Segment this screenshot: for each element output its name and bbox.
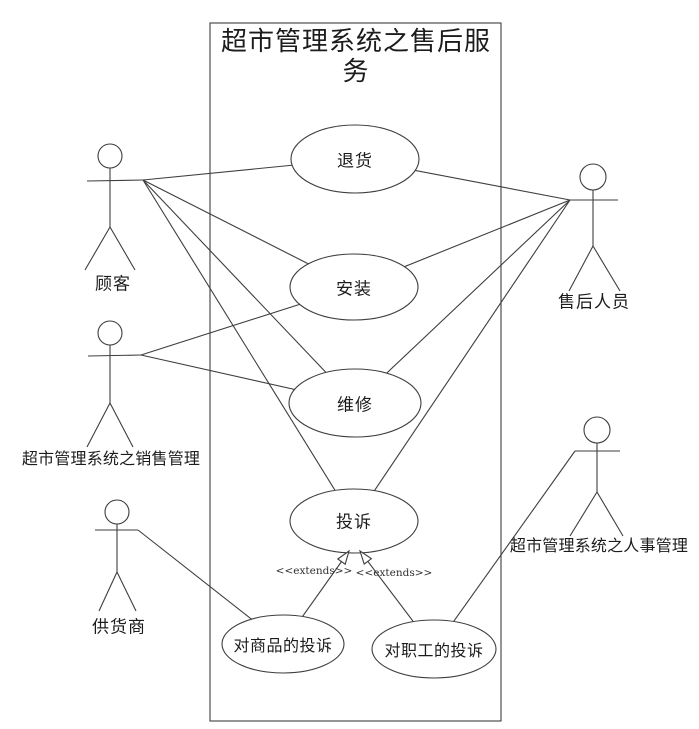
actor-head [579,163,607,191]
use-case-label-product-complaint: 对商品的投诉 [233,636,333,655]
assoc-customer-complaint [142,179,355,522]
use-case-label-install: 安装 [336,279,372,300]
extend-arrowhead-right [358,549,373,566]
actor-hr-management-figure [569,416,624,537]
assoc-hr-staff-complaint [433,450,576,650]
extend-arrowheads [336,549,373,566]
use-case-label-return: 退货 [337,151,373,172]
assoc-staff-repair [354,199,571,404]
actor-aftersales-staff-figure [568,163,621,292]
actor-head [104,499,130,525]
assoc-customer-repair [142,179,356,404]
use-case-product-complaint [221,614,345,674]
use-case-label-complaint: 投诉 [336,512,372,533]
use-case-repair [288,368,422,438]
actor-sales-management-figure [86,320,142,448]
use-case-ellipses [221,124,497,679]
actor-customer-figure [84,143,144,271]
actor-supplier-figure [95,499,138,612]
actor-label-aftersales-staff: 售后人员 [558,292,630,313]
actor-label-sales-management: 超市管理系统之销售管理 [21,449,201,468]
extend-arrowhead-left [336,549,350,566]
system-boundary-box [209,22,502,722]
actor-label-supplier: 供货商 [92,617,146,638]
use-case-label-staff-complaint: 对职工的投诉 [384,641,484,660]
actor-head [97,320,123,346]
use-case-install [289,253,419,321]
assoc-staff-complaint [353,199,571,522]
actor-label-customer: 顾客 [95,274,131,295]
use-case-return [290,124,420,194]
system-boundary-title: 超市管理系统之售后服务 [220,26,491,87]
actor-head [583,416,611,444]
actor-label-hr-management: 超市管理系统之人事管理 [509,536,689,555]
use-case-label-repair: 维修 [337,395,373,416]
extends-stereotype-right: <<extends>> [355,567,433,579]
actor-head [97,143,123,169]
use-case-staff-complaint [371,619,497,679]
extends-stereotype-left: <<extends>> [275,565,353,577]
use-case-complaint [289,488,419,554]
